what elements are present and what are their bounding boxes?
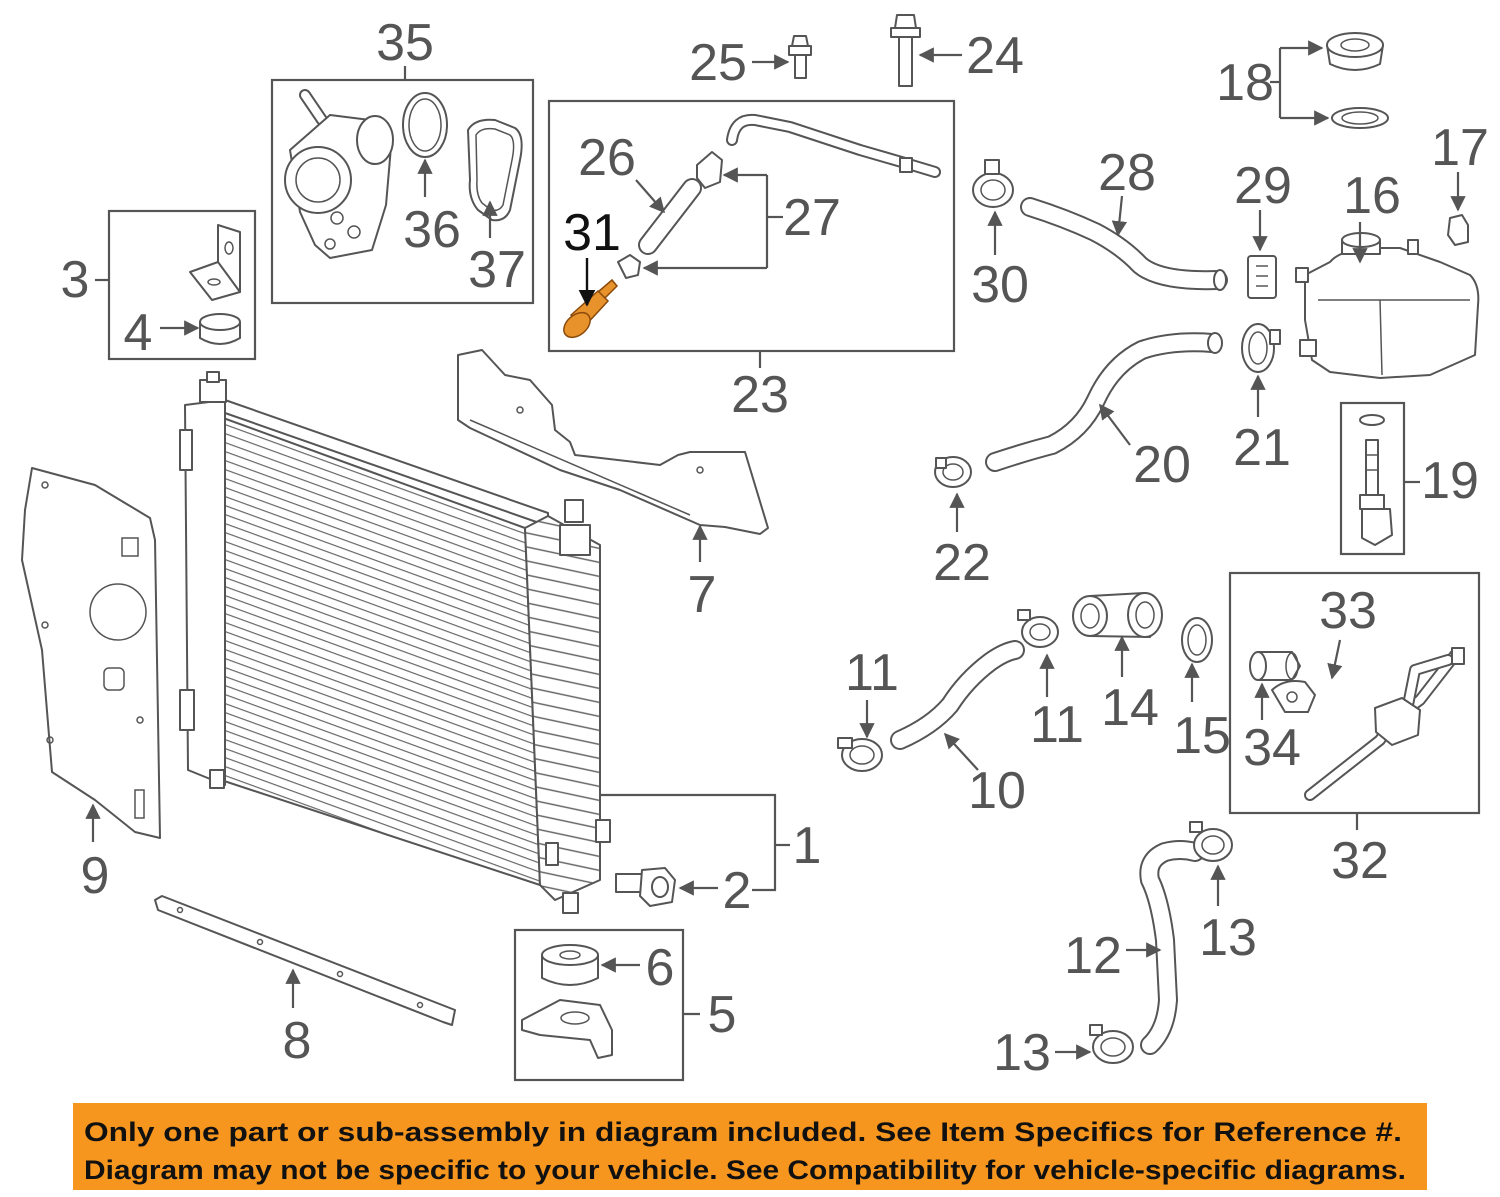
callout-label: 6	[646, 939, 675, 997]
callout-label: 2	[723, 862, 752, 920]
part-vent-clamps	[617, 151, 723, 279]
part-cap-seal	[1331, 107, 1389, 129]
part-vent-pipe	[726, 113, 941, 178]
part-elbow-14	[1072, 592, 1163, 638]
callout-label: 27	[783, 189, 841, 247]
box-mount	[513, 928, 685, 1082]
callout-label: 11	[1030, 696, 1084, 754]
callout-label: 1	[793, 817, 822, 875]
callout-label: 15	[1173, 707, 1231, 765]
part-hose-clamp-11-right	[1017, 609, 1059, 648]
part-drain-cock	[615, 867, 676, 907]
banner-background	[73, 1103, 1427, 1190]
part-mount-bracket	[521, 999, 613, 1059]
box-sensor	[1339, 401, 1406, 556]
part-upper-hose	[1020, 197, 1228, 291]
part-hose-clamp-22	[934, 456, 972, 488]
callout-label: 22	[933, 534, 991, 592]
callout-labels: 35 25 24 18 17 26 28 29 16 27 31 36 37 3…	[61, 14, 1489, 1082]
part-thermostat-housing	[284, 89, 394, 259]
box-thermostat-housing	[270, 78, 535, 305]
callout-label: 34	[1243, 719, 1301, 777]
callout-label: 7	[688, 566, 717, 624]
part-radiator	[179, 371, 611, 914]
part-hose-clamp-11-left	[837, 737, 883, 772]
part-reservoir-hose	[985, 332, 1223, 472]
banner-line-2: Diagram may not be specific to your vehi…	[84, 1155, 1406, 1185]
part-grommet-lower	[541, 944, 599, 986]
bleeder-cap	[563, 311, 591, 339]
callout-label: 20	[1133, 436, 1191, 494]
callout-label: 37	[468, 241, 526, 299]
callout-label: 19	[1421, 452, 1479, 510]
callout-label: 10	[968, 762, 1026, 820]
disclaimer-banner: Only one part or sub-assembly in diagram…	[73, 1103, 1427, 1190]
callout-label: 14	[1101, 679, 1159, 737]
part-hose-clamp-13-bottom	[1089, 1024, 1134, 1064]
part-o-ring-15	[1181, 617, 1213, 663]
callout-label: 13	[993, 1024, 1051, 1082]
part-bypass-hose	[890, 640, 1025, 750]
callout-label: 3	[61, 251, 90, 309]
callout-label: 8	[283, 1012, 312, 1070]
part-hose-clamp-21	[1241, 323, 1281, 373]
part-fitting-34	[1249, 651, 1301, 681]
part-bolt-long	[890, 14, 921, 87]
part-housing-gasket	[467, 118, 523, 222]
box-vent-hose-kit	[547, 99, 956, 353]
banner-line-1: Only one part or sub-assembly in diagram…	[84, 1117, 1402, 1147]
callout-label: 33	[1319, 582, 1377, 640]
callout-label: 5	[708, 986, 737, 1044]
callout-label: 32	[1331, 832, 1389, 890]
callout-label: 12	[1064, 927, 1122, 985]
part-temperature-sensor	[1359, 414, 1393, 546]
part-hose-clamp-13-top	[1189, 821, 1233, 862]
part-bleeder-valve-highlighted	[563, 278, 619, 339]
part-lower-strip	[154, 895, 456, 1026]
part-reservoir-cap	[1326, 32, 1384, 71]
callout-label: 18	[1216, 54, 1274, 112]
callout-label: 23	[731, 366, 789, 424]
leader-lines	[85, 40, 1466, 1060]
part-upper-bracket	[189, 224, 241, 301]
part-air-deflector	[21, 467, 161, 839]
callout-label: 16	[1343, 167, 1401, 225]
part-clip-17	[1447, 214, 1469, 246]
callout-label: 30	[971, 256, 1029, 314]
part-outlet-pipe	[1304, 647, 1465, 801]
callout-label: 13	[1199, 909, 1257, 967]
callout-label: 25	[689, 34, 747, 92]
part-connector-29	[1247, 255, 1277, 299]
part-baffle	[457, 349, 769, 535]
part-lower-hose	[1139, 840, 1205, 1055]
callout-label: 28	[1098, 144, 1156, 202]
callout-label: 4	[124, 304, 153, 362]
callout-label: 29	[1234, 157, 1292, 215]
part-vent-hose	[638, 178, 702, 255]
callout-label: 36	[403, 201, 461, 259]
callout-label: 24	[966, 27, 1024, 85]
callout-label: 21	[1233, 419, 1291, 477]
part-gasket-33	[1271, 680, 1316, 713]
callout-label: 26	[578, 129, 636, 187]
part-bolt-short	[788, 35, 812, 79]
callout-label: 9	[81, 847, 110, 905]
box-bracket	[107, 209, 257, 361]
callout-label: 11	[845, 644, 899, 702]
callout-label: 35	[376, 14, 434, 72]
part-upper-grommet	[199, 313, 241, 345]
callout-label: 17	[1431, 119, 1489, 177]
callout-label-highlighted: 31	[563, 204, 621, 262]
part-o-ring-housing	[402, 92, 448, 158]
part-hose-clamp-30	[972, 159, 1014, 208]
box-outlet-pipe	[1228, 571, 1481, 815]
